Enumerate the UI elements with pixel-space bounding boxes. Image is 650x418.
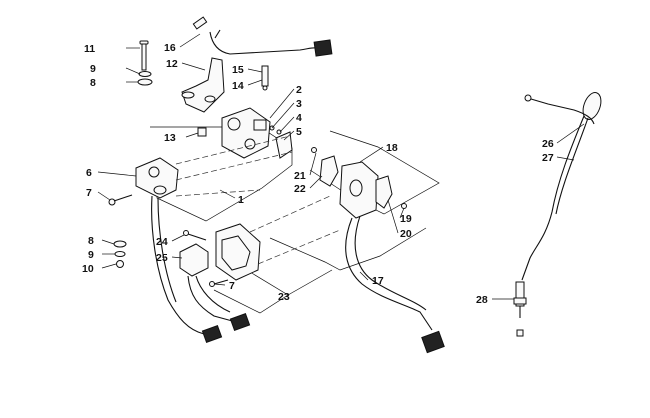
screw-7-bottom (209, 279, 229, 287)
clip-15-14 (261, 65, 269, 91)
callout-4: 4 (296, 112, 302, 124)
handlebar-1 (175, 135, 293, 197)
cable-27 (521, 115, 585, 281)
callout-12: 12 (166, 58, 178, 70)
callout-17: 17 (372, 275, 384, 287)
callout-26: 26 (542, 138, 554, 150)
callout-7-bottom: 7 (229, 280, 235, 292)
callout-19: 19 (400, 213, 412, 225)
callout-10: 10 (82, 263, 94, 275)
washer-8-top (137, 78, 153, 86)
callout-21: 21 (294, 170, 306, 182)
callout-7-left: 7 (86, 187, 92, 199)
washer-8-bottom (113, 240, 127, 248)
frame-assembly-23 (213, 271, 289, 314)
callout-22: 22 (294, 183, 306, 195)
callout-15: 15 (232, 64, 244, 76)
callout-9-top: 9 (90, 63, 96, 75)
washer-9-top (138, 71, 152, 77)
callout-25: 25 (156, 252, 168, 264)
connector-17 (421, 330, 445, 354)
harness-25 (187, 275, 237, 323)
callout-20: 20 (400, 228, 412, 240)
callout-16: 16 (164, 42, 176, 54)
screw-24 (183, 230, 207, 241)
cable-26 (524, 92, 602, 125)
small-parts-2-5 (269, 125, 293, 159)
bracket-12 (181, 57, 225, 113)
callout-labels: 1 2 3 4 5 6 7 7 8 8 9 9 10 11 12 13 14 1… (82, 42, 554, 306)
harness-17b (354, 215, 427, 311)
switch-25 (179, 243, 209, 277)
bolt-11 (139, 40, 149, 71)
harness-25b (195, 275, 231, 313)
connector-25a (201, 324, 223, 344)
callout-9-bottom: 9 (88, 249, 94, 261)
callout-14: 14 (232, 80, 244, 92)
callout-27: 27 (542, 152, 554, 164)
leader-lines (97, 33, 585, 300)
callout-3: 3 (296, 98, 302, 110)
connector-25b (229, 312, 251, 332)
callout-6: 6 (86, 167, 92, 179)
callout-13: 13 (164, 132, 176, 144)
callout-1: 1 (238, 194, 244, 206)
spacer-13 (197, 127, 207, 137)
frame-assembly-23b (287, 269, 333, 296)
harness-6b (157, 197, 177, 303)
callout-2: 2 (296, 84, 302, 96)
connector-16 (192, 16, 333, 57)
frame-assembly-17 (269, 227, 427, 271)
switch-housing (221, 107, 271, 159)
callout-11: 11 (84, 43, 95, 55)
cable-27b (555, 117, 589, 215)
callout-23: 23 (278, 291, 290, 303)
harness-6 (151, 195, 205, 335)
washer-9-bottom (114, 251, 126, 257)
callout-8-top: 8 (90, 77, 96, 89)
nut-10 (116, 260, 124, 268)
grip-23 (215, 195, 341, 281)
harness-17 (345, 217, 433, 331)
housing-6 (135, 157, 179, 199)
clips-21-22 (311, 147, 339, 187)
screw-7-left (108, 194, 133, 206)
callout-8-bottom: 8 (88, 235, 94, 247)
heater-18 (339, 161, 379, 219)
assembly-frames (150, 126, 440, 314)
callout-24: 24 (156, 236, 168, 248)
callout-28: 28 (476, 294, 488, 306)
callout-18: 18 (386, 142, 398, 154)
sensor-28 (513, 281, 527, 337)
callout-5: 5 (296, 126, 302, 138)
